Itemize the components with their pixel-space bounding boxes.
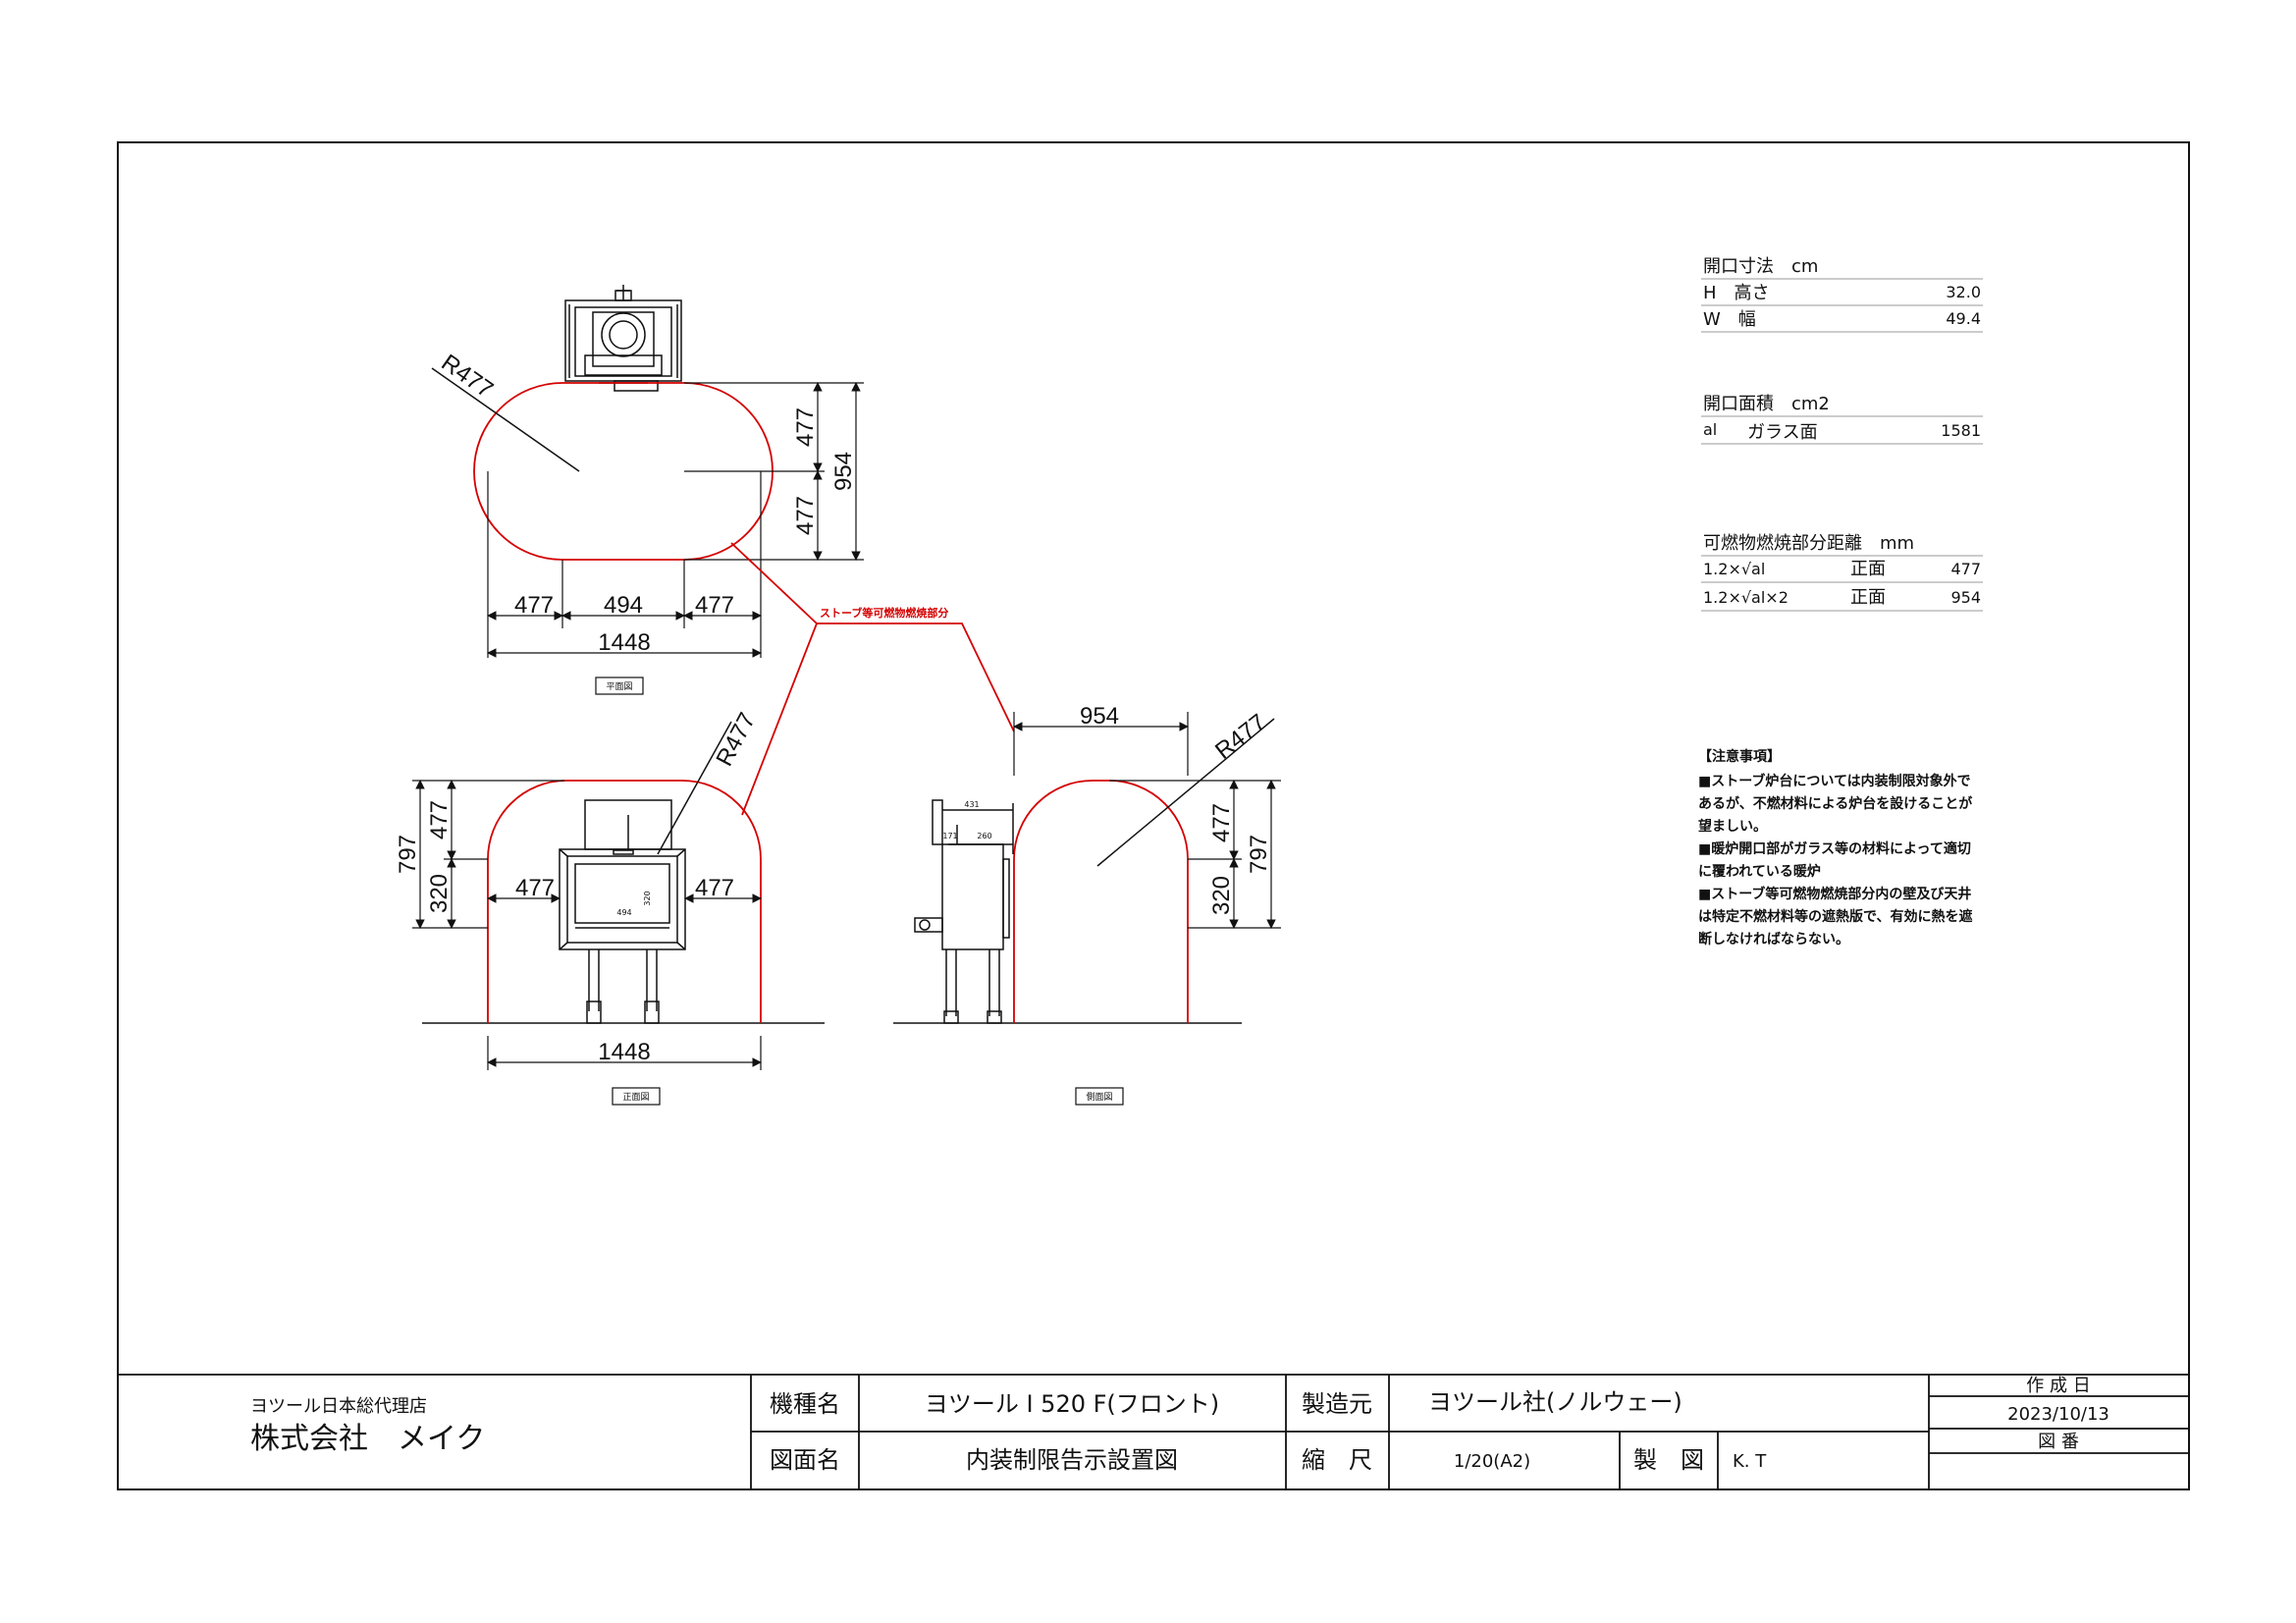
front-dim-477-left: 477 — [515, 875, 555, 901]
clearance-label: ストーブ等可燃物燃焼部分 — [820, 606, 948, 620]
front-stove — [559, 799, 686, 1024]
spec-area: 開口面積 cm2 al ガラス面 1581 — [1701, 394, 1983, 445]
clearance-connector — [730, 542, 1015, 816]
notes-line-5: に覆われている暖炉 — [1698, 863, 1821, 880]
spec-distance-formula-1: 1.2×√al — [1703, 560, 1765, 578]
front-inner-494: 494 — [616, 908, 631, 917]
side-inner-431: 431 — [964, 800, 979, 809]
side-dim-477: 477 — [1208, 803, 1235, 842]
spec-opening: 開口寸法 cm H 高さ 32.0 W 幅 49.4 — [1701, 256, 1983, 333]
plan-stove — [564, 285, 682, 392]
model-label: 機種名 — [770, 1390, 840, 1418]
plan-dim-477-bottom: 477 — [792, 496, 819, 535]
notes-title: 【注意事項】 — [1698, 748, 1781, 765]
side-clearance-outline — [1013, 780, 1189, 1023]
plan-view-label: 平面図 — [606, 681, 632, 692]
created-value: 2023/10/13 — [2007, 1404, 2109, 1425]
plan-dim-477-right: 477 — [695, 592, 734, 619]
spec-distance-title: 可燃物燃焼部分距離 mm — [1703, 533, 1914, 554]
front-dim-320: 320 — [426, 874, 453, 913]
plan-dim-477-top: 477 — [792, 407, 819, 447]
front-view: 494 320 R477 797 477 320 477 477 1448 正 — [395, 708, 825, 1106]
front-dim-477-right: 477 — [695, 875, 734, 901]
side-stove — [914, 799, 1014, 1024]
spec-distance: 可燃物燃焼部分距離 mm 1.2×√al 正面 477 1.2×√al×2 正面… — [1701, 533, 1983, 612]
spec-area-label: ガラス面 — [1747, 422, 1818, 443]
drafter-value: K. T — [1733, 1451, 1767, 1472]
spec-opening-w-value: 49.4 — [1946, 309, 1981, 328]
notes-line-6: ■ストーブ等可燃物燃焼部分内の壁及び天井 — [1698, 886, 1971, 902]
front-inner-320: 320 — [643, 891, 652, 905]
drawing-value: 内装制限告示設置図 — [966, 1446, 1178, 1474]
spec-area-title: 開口面積 cm2 — [1703, 394, 1830, 414]
notes-line-4: ■暖炉開口部がガラス等の材料によって適切 — [1698, 840, 1971, 857]
drawing-label: 図面名 — [770, 1446, 840, 1474]
spec-distance-label-1: 正面 — [1850, 559, 1886, 579]
scale-value: 1/20(A2) — [1454, 1451, 1530, 1472]
side-radius-label: R477 — [1210, 709, 1271, 765]
front-dim-797: 797 — [395, 835, 421, 874]
plan-dim-494: 494 — [604, 592, 643, 619]
front-dim-477: 477 — [426, 800, 453, 839]
spec-opening-title: 開口寸法 cm — [1703, 256, 1818, 277]
notes-line-2: あるが、不燃材料による炉台を設けることが — [1698, 795, 1973, 812]
side-dim-320: 320 — [1208, 876, 1235, 915]
created-label: 作 成 日 — [2026, 1376, 2090, 1396]
front-view-label: 正面図 — [622, 1092, 649, 1103]
front-dim-1448: 1448 — [598, 1039, 650, 1065]
spec-area-prefix: al — [1703, 420, 1717, 439]
maker-value: ヨツール社(ノルウェー) — [1428, 1388, 1682, 1416]
drafter-label: 製 図 — [1633, 1446, 1704, 1474]
maker-label: 製造元 — [1302, 1390, 1372, 1418]
side-view-label: 側面図 — [1086, 1091, 1112, 1103]
spec-distance-label-2: 正面 — [1850, 587, 1886, 608]
spec-distance-value-1: 477 — [1950, 560, 1981, 578]
notes-line-7: は特定不燃材料等の遮熱版で、有効に熱を遮 — [1698, 908, 1972, 925]
drawing-no-label: 図 番 — [2038, 1432, 2079, 1452]
notes-line-8: 断しなければならない。 — [1698, 931, 1849, 947]
spec-area-value: 1581 — [1941, 421, 1981, 440]
notes-line-1: ■ストーブ炉台については内装制限対象外で — [1698, 773, 1971, 789]
spec-opening-h-value: 32.0 — [1946, 283, 1981, 301]
side-inner-260: 260 — [977, 832, 991, 840]
spec-opening-w-label: W 幅 — [1703, 309, 1756, 330]
notes: 【注意事項】 ■ストーブ炉台については内装制限対象外で あるが、不燃材料による炉… — [1698, 748, 1973, 947]
side-dim-797: 797 — [1246, 835, 1272, 874]
title-block — [118, 1374, 2189, 1489]
plan-dim-954: 954 — [830, 452, 857, 491]
plan-view: R477 477 494 477 1448 477 477 — [431, 285, 864, 695]
front-clearance-outline — [487, 780, 762, 1023]
company-sub: ヨツール日本総代理店 — [250, 1396, 427, 1417]
front-radius-label: R477 — [711, 708, 761, 770]
plan-dim-477-left: 477 — [514, 592, 554, 619]
side-inner-171: 171 — [942, 832, 957, 840]
spec-distance-formula-2: 1.2×√al×2 — [1703, 588, 1789, 607]
spec-opening-h-label: H 高さ — [1703, 283, 1770, 303]
model-value: ヨツール I 520 F(フロント) — [925, 1390, 1219, 1418]
side-view: 431 171 260 954 R477 477 320 797 側面図 — [893, 703, 1281, 1106]
company-main: 株式会社 メイク — [250, 1422, 485, 1456]
notes-line-3: 望ましい。 — [1698, 818, 1767, 835]
drawing-border — [117, 141, 2190, 1490]
spec-distance-value-2: 954 — [1950, 588, 1981, 607]
scale-label: 縮 尺 — [1302, 1446, 1372, 1474]
plan-radius-label: R477 — [437, 350, 498, 404]
side-dim-954: 954 — [1080, 703, 1119, 730]
plan-dim-1448: 1448 — [598, 629, 650, 656]
